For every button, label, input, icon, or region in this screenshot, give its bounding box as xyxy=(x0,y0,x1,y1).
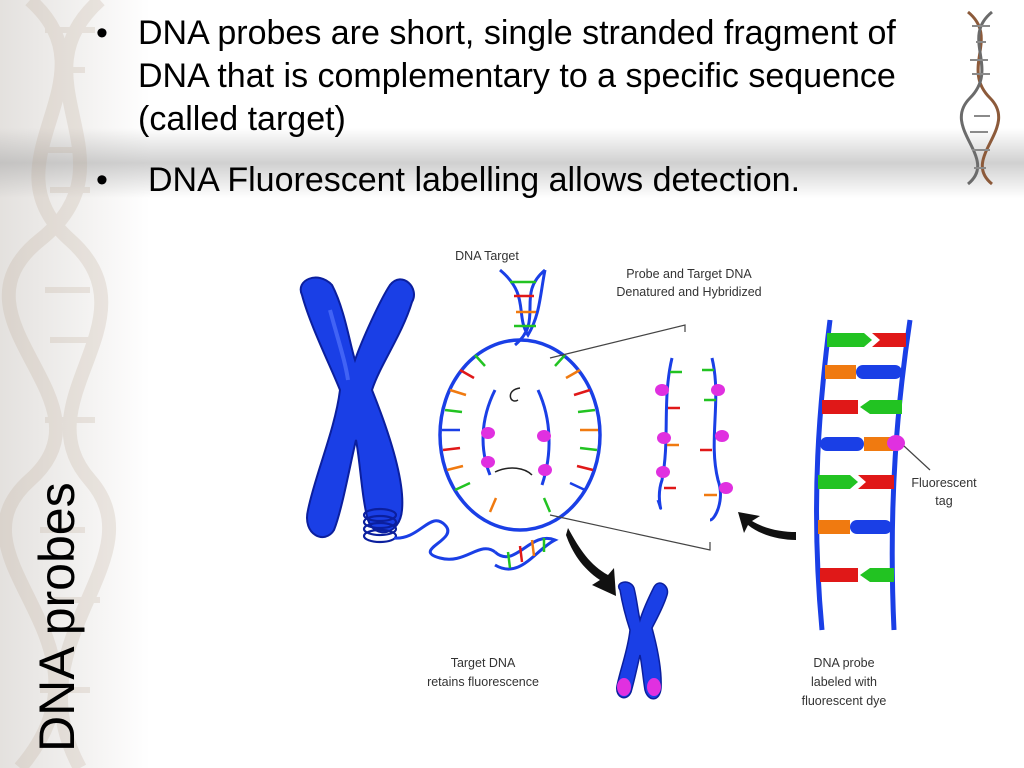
arrow-icon xyxy=(566,512,796,596)
dna-target-helix xyxy=(499,268,547,347)
slide-title: DNA probes xyxy=(29,482,85,752)
coiled-dna xyxy=(362,507,496,561)
label-probe-target-line1: Probe and Target DNA xyxy=(626,267,752,281)
label-probe-labeled-line1: DNA probe xyxy=(813,656,874,670)
label-probe-labeled-line2: labeled with xyxy=(811,675,877,689)
dna-helix-lower xyxy=(493,536,559,571)
zoom-callout xyxy=(549,324,711,551)
dna-helix-logo xyxy=(959,10,1001,186)
bullet-text: DNA Fluorescent labelling allows detecti… xyxy=(148,161,801,199)
label-fluorescent-line1: Fluorescent xyxy=(911,476,977,490)
background-band xyxy=(0,128,1024,198)
label-probe-labeled-line3: fluorescent dye xyxy=(802,694,887,708)
hybridized-strands xyxy=(655,357,733,522)
label-dna-target: DNA Target xyxy=(455,249,519,263)
label-fluorescent-line2: tag xyxy=(935,494,952,508)
bullet-marker: • xyxy=(96,161,108,199)
background-helix-decoration xyxy=(0,0,117,768)
denatured-loop xyxy=(438,338,602,532)
chromosome-large xyxy=(299,276,415,539)
label-target-retains-line2: retains fluorescence xyxy=(427,675,539,689)
chromosome-small xyxy=(616,581,669,700)
bullet-list: • DNA probes are short, single stranded … xyxy=(96,12,926,202)
bullet-text: DNA probes are short, single stranded fr… xyxy=(138,14,896,138)
label-probe-target-line2: Denatured and Hybridized xyxy=(616,285,761,299)
bullet-marker: • xyxy=(96,14,108,52)
bullet-item: • DNA Fluorescent labelling allows detec… xyxy=(96,159,926,202)
dna-probe-ladder xyxy=(814,319,931,631)
bullet-item: • DNA probes are short, single stranded … xyxy=(96,12,926,141)
dna-probe-diagram: DNA Target Probe and Target DNA Denature… xyxy=(299,249,977,708)
label-target-retains-line1: Target DNA xyxy=(451,656,516,670)
